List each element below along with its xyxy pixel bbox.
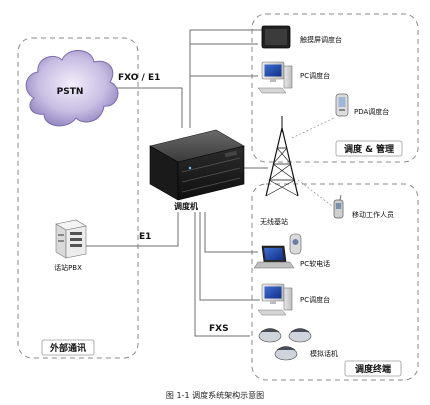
analog-phones-icon	[258, 328, 312, 361]
terminal-group-title: 调度终端	[355, 363, 391, 375]
connection-wires	[82, 29, 335, 337]
figure-caption: 图 1-1 调度系统架构示意图	[166, 390, 264, 400]
touch-screen-icon	[261, 25, 291, 49]
pbx-label: 话站PBX	[54, 263, 82, 272]
terminal-group-label: 调度终端	[344, 360, 402, 377]
external-comm-group	[17, 37, 139, 359]
management-group-label: 调度 & 管理	[335, 140, 403, 157]
touch-console-label: 触摸屏调度台	[300, 35, 342, 44]
pda-icon	[335, 93, 349, 117]
pc-console-top-label: PC调度台	[300, 71, 330, 80]
pstn-cloud-icon: PSTN	[25, 50, 119, 127]
pstn-label: PSTN	[57, 87, 84, 97]
pc-softphone-label: PC软电话	[300, 259, 330, 268]
pbx-server-icon	[55, 219, 87, 259]
link-label-fxs: FXS	[209, 324, 229, 334]
pc-console-bottom-label: PC调度台	[300, 295, 330, 304]
base-station-label: 无线基站	[260, 217, 288, 226]
external-group-label: 外部通讯	[41, 339, 95, 356]
dispatch-switch-icon	[149, 129, 245, 201]
management-group-title: 调度 & 管理	[344, 143, 394, 155]
pc-icon-top	[257, 61, 293, 94]
switch-label: 调度机	[174, 201, 198, 211]
link-label-e1: E1	[139, 232, 151, 242]
analog-phones-label: 模拟话机	[310, 349, 338, 358]
management-group	[251, 13, 419, 163]
link-label-fxo-e1: FXO / E1	[118, 73, 160, 83]
mobile-phone-icon	[333, 194, 344, 219]
radio-tower-icon	[265, 116, 299, 197]
pc-icon-bottom	[257, 283, 293, 316]
laptop-softphone-icon	[253, 233, 302, 269]
pda-console-label: PDA调度台	[354, 107, 389, 116]
external-group-title: 外部通讯	[49, 342, 86, 354]
mobile-staff-label: 移动工作人员	[352, 210, 394, 219]
terminal-group	[251, 183, 419, 381]
